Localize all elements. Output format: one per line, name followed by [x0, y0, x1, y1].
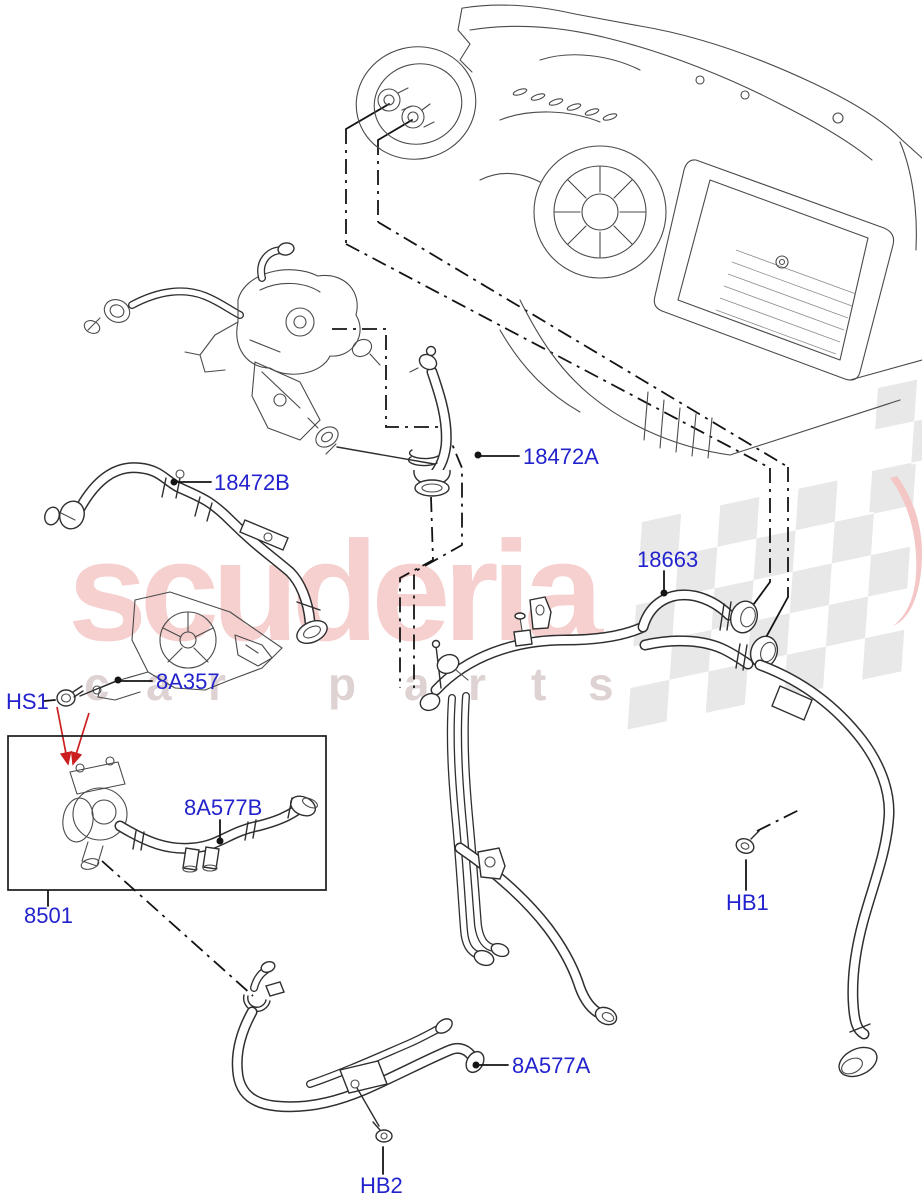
bolt-hb1-icon: [735, 830, 760, 854]
part-label-18472B[interactable]: 18472B: [214, 470, 290, 495]
hs1-to-bracket-line: [79, 680, 117, 697]
watermark-subtitle: c a r p a r t s: [84, 658, 614, 710]
hose-8A577A-drawing: [231, 961, 485, 1127]
aux-pump-drawing: [62, 756, 128, 870]
bolt-hs1-icon: [56, 685, 84, 707]
watermark-letter: r: [468, 658, 486, 710]
aux-pump-box: [7, 735, 327, 891]
part-label-HS1[interactable]: HS1: [6, 689, 49, 714]
checkered-flag-corner: [869, 379, 922, 513]
engine-pump-drawing: [83, 242, 441, 466]
blower-wheel: [533, 145, 667, 279]
watermark-letter: c: [84, 658, 110, 710]
hvac-assembly-drawing: [355, 4, 922, 459]
part-label-8A577B[interactable]: 8A577B: [184, 795, 262, 820]
part-label-18472A[interactable]: 18472A: [523, 444, 599, 469]
hb1-construction-line: [756, 808, 802, 832]
part-label-8501[interactable]: 8501: [24, 903, 73, 928]
watermark-swoosh: [890, 476, 922, 626]
watermark-letter: s: [588, 658, 614, 710]
part-label-HB1[interactable]: HB1: [726, 890, 769, 915]
heater-core-tubes: [355, 46, 477, 160]
construction-lines: [332, 103, 789, 688]
part-label-8A357[interactable]: 8A357: [156, 669, 220, 694]
pump-to-hose-construction-line: [101, 860, 254, 997]
access-panel: [653, 159, 895, 381]
hose-18472A-drawing: [407, 345, 452, 497]
hose-18472B-drawing: [44, 462, 328, 645]
watermark-letter: t: [531, 658, 546, 710]
part-label-HB2[interactable]: HB2: [360, 1173, 403, 1198]
label-leaders: [43, 451, 747, 1175]
watermark-letter: p: [328, 658, 356, 710]
bracket-8A357-drawing: [92, 591, 283, 701]
harness-18663-drawing: [419, 589, 895, 1078]
bolt-hb2-icon: [372, 1121, 393, 1143]
louver-slots: [512, 88, 618, 121]
part-label-8A577A[interactable]: 8A577A: [512, 1053, 591, 1078]
part-label-18663[interactable]: 18663: [637, 547, 698, 572]
watermark-letter: r: [208, 658, 226, 710]
